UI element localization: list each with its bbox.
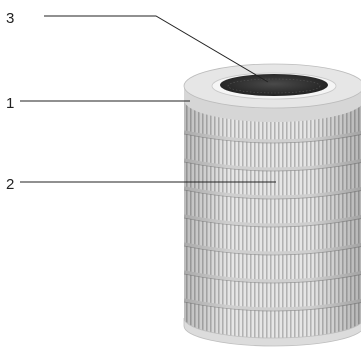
callout-label-3: 3: [6, 11, 14, 26]
callout-label-2: 2: [6, 177, 14, 192]
inner-carbon-filter-opening: [220, 74, 328, 96]
filter-body: [184, 86, 361, 342]
callout-label-1: 1: [6, 96, 14, 111]
